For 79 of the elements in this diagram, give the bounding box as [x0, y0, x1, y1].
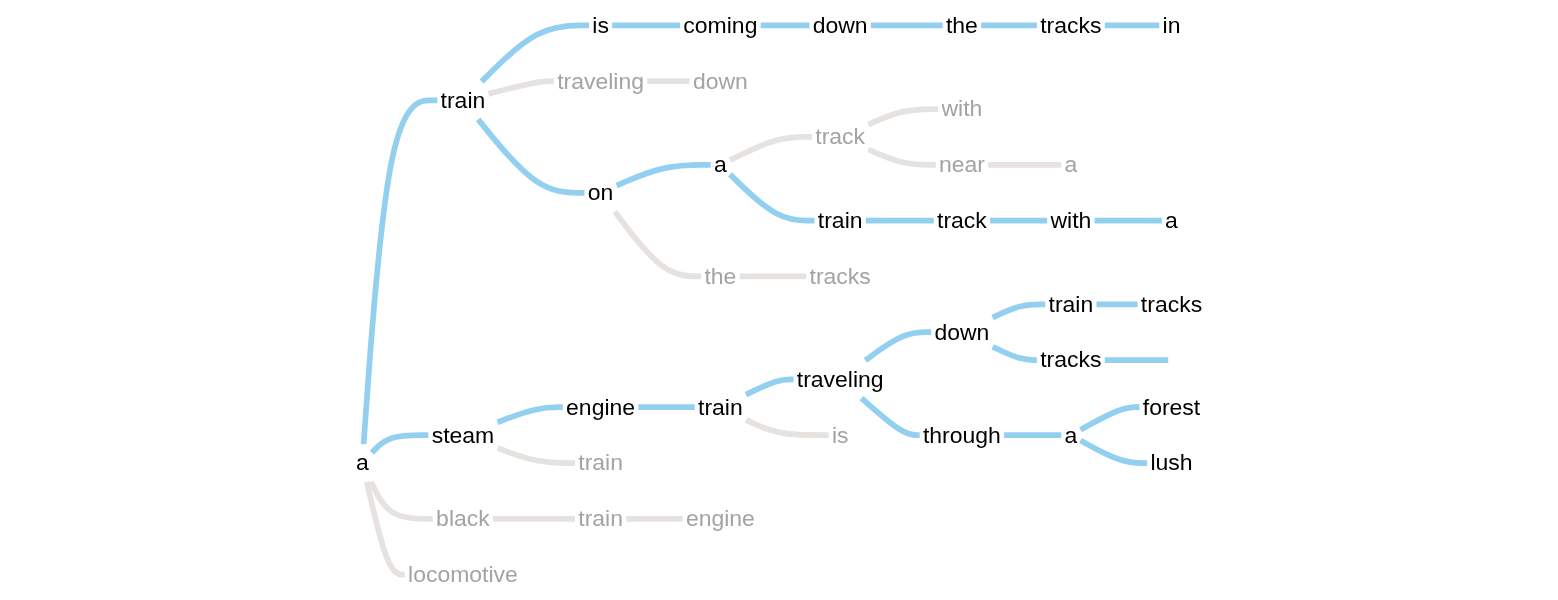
connector	[626, 515, 683, 522]
connector	[496, 445, 575, 466]
connector	[744, 417, 829, 438]
node-text: down	[812, 12, 868, 38]
node-text: tracks	[809, 263, 871, 289]
node-text: locomotive	[408, 561, 518, 587]
connector	[487, 78, 555, 97]
connector	[1096, 301, 1138, 308]
connector	[870, 22, 943, 29]
node-text: in	[1162, 12, 1181, 38]
node-text: tracks	[1040, 346, 1102, 373]
node-text: black	[436, 505, 490, 532]
node-text: steam	[431, 422, 495, 448]
node-text: a	[714, 151, 727, 178]
connector	[744, 376, 794, 398]
node-text: is	[592, 12, 609, 38]
connector	[1104, 357, 1169, 363]
connector	[991, 301, 1046, 321]
connector	[990, 217, 1048, 224]
node-text: with	[1050, 207, 1092, 233]
node-text: near	[938, 151, 985, 178]
node-text: a	[1064, 422, 1078, 448]
node-text: train	[1048, 291, 1094, 317]
connector	[991, 344, 1038, 363]
node-text: tracks	[1140, 291, 1203, 317]
connector	[369, 432, 429, 455]
node-text: traveling	[557, 68, 644, 94]
connector	[612, 209, 702, 280]
node-text: with	[941, 95, 983, 122]
node-text: a	[1165, 207, 1178, 233]
node-text: the	[704, 263, 737, 289]
connector	[739, 273, 807, 280]
node-text: tracks	[1040, 12, 1102, 38]
connector	[475, 117, 585, 196]
connector	[1094, 217, 1162, 224]
node-text: engine	[566, 394, 636, 420]
connector	[867, 106, 939, 128]
connector	[363, 481, 405, 578]
connector	[1004, 432, 1062, 438]
connector	[615, 162, 711, 189]
node-text: track	[937, 207, 987, 233]
node-text: track	[815, 123, 866, 150]
node-text: lush	[1150, 449, 1193, 476]
node-text: forest	[1142, 394, 1201, 420]
connector	[368, 480, 433, 522]
node-text: a	[355, 449, 369, 476]
connector	[865, 217, 934, 224]
connector	[728, 134, 812, 163]
node-text: down	[934, 319, 990, 345]
connector	[1079, 404, 1140, 433]
connector	[638, 404, 695, 411]
node-text: train	[440, 87, 486, 113]
node-text: coming	[683, 12, 758, 38]
node-text: through	[922, 422, 1001, 448]
connector	[493, 515, 575, 522]
connector	[496, 404, 563, 425]
connector	[867, 146, 936, 168]
connector	[1079, 438, 1148, 466]
connector	[1104, 22, 1160, 29]
node-text: a	[1064, 151, 1078, 178]
connector	[863, 329, 932, 363]
connector	[981, 22, 1038, 29]
node-text: train	[578, 505, 623, 532]
node-text: train	[817, 207, 863, 233]
node-text: on	[587, 179, 614, 206]
node-text: down	[692, 68, 748, 94]
connector	[612, 22, 681, 29]
connector	[479, 22, 589, 84]
connector	[859, 396, 920, 438]
node-text: is	[831, 422, 849, 448]
node-text: the	[945, 12, 978, 38]
node-text: traveling	[796, 366, 884, 392]
connector	[988, 162, 1062, 168]
node-text: train	[698, 394, 743, 420]
connector	[728, 172, 815, 224]
connector	[760, 22, 810, 29]
node-text: engine	[685, 505, 755, 532]
node-text: train	[578, 449, 623, 476]
connector	[647, 78, 690, 85]
